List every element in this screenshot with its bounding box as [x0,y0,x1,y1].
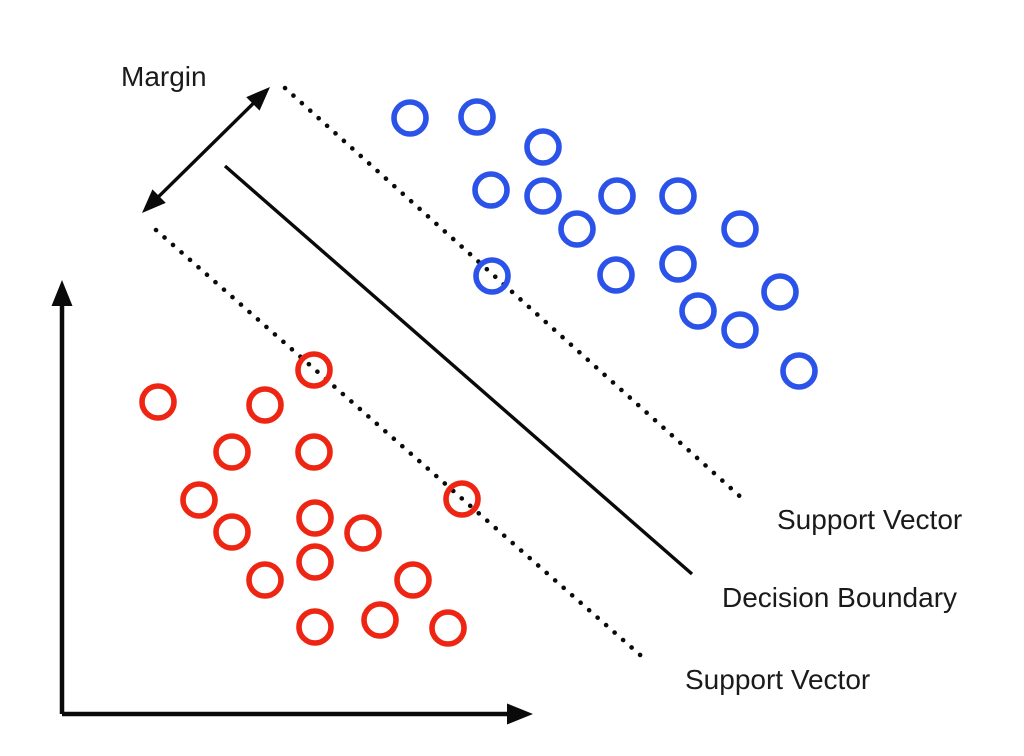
decision-boundary-label: Decision Boundary [722,582,958,613]
decision-boundary-line [223,164,694,576]
data-point-red [344,514,382,552]
data-point-red [213,513,251,551]
data-point-blue [761,273,799,311]
margin-arrow-line [152,97,260,203]
data-point-red [246,386,284,424]
data-point-blue [721,311,759,349]
x-axis-arrowhead-icon [507,703,533,725]
data-point-red [296,543,334,581]
data-point-blue [472,171,510,209]
data-point-red [429,609,467,647]
data-point-red [295,433,333,471]
support-vector-lower-label: Support Vector [685,664,871,695]
margin-arrowhead-upper-icon [246,87,270,111]
margin-arrowhead-lower-icon [142,189,166,213]
support-vector-upper-label: Support Vector [777,504,963,535]
data-point-red [295,351,333,389]
axes-layer [51,280,533,725]
data-point-red [443,480,481,518]
data-point-red [296,608,334,646]
data-point-red [296,499,334,537]
data-point-blue [721,210,759,248]
support-line-upper [282,85,747,503]
data-point-blue [780,352,818,390]
data-point-blue [391,99,429,137]
data-point-blue [558,210,596,248]
data-point-blue [524,128,562,166]
data-point-blue [659,177,697,215]
data-point-blue [524,177,562,215]
data-point-red [180,481,218,519]
data-point-blue [597,256,635,294]
data-point-blue [473,257,511,295]
data-points-layer [139,98,818,647]
support-line-lower [153,227,650,664]
data-point-red [246,561,284,599]
data-point-red [139,383,177,421]
data-point-blue [659,245,697,283]
boundary-lines-layer [153,85,747,664]
data-point-red [394,561,432,599]
data-point-blue [679,292,717,330]
y-axis-arrowhead-icon [51,280,73,306]
margin-label: Margin [121,61,207,92]
data-point-blue [458,98,496,136]
data-point-blue [598,177,636,215]
data-point-red [213,433,251,471]
data-point-red [361,601,399,639]
margin-arrow-layer [142,87,270,213]
